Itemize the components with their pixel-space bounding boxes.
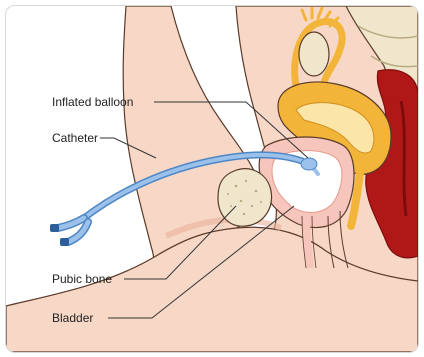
label-catheter: Catheter: [52, 131, 98, 145]
label-pubic-bone: Pubic bone: [52, 272, 112, 286]
ovary: [299, 32, 329, 76]
urethra: [306, 216, 310, 268]
label-inflated-balloon: Inflated balloon: [52, 95, 133, 109]
label-bladder: Bladder: [52, 311, 93, 325]
pubic-bone: [218, 169, 272, 226]
catheter-port-lower: [60, 238, 69, 246]
diagram-frame: Inflated balloon Catheter Pubic bone Bla…: [5, 5, 419, 353]
inflated-balloon: [301, 158, 317, 170]
catheter-port-upper: [50, 224, 59, 232]
anatomy-illustration: [6, 6, 418, 352]
